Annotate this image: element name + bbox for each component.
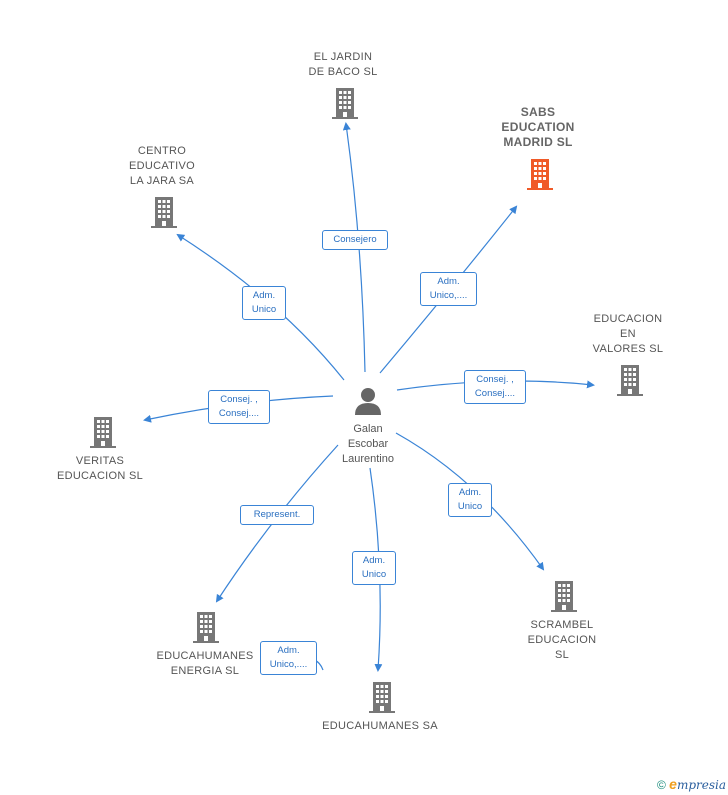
company-label-valores: EDUCACION EN VALORES SL bbox=[592, 313, 664, 355]
building-icon[interactable] bbox=[614, 363, 646, 397]
company-label-educahumanes: EDUCAHUMANES SA bbox=[322, 720, 438, 732]
copyright-symbol: © bbox=[656, 778, 666, 792]
building-icon[interactable] bbox=[87, 415, 119, 449]
brand-name: mpresia bbox=[676, 778, 726, 792]
relation-label-sabs[interactable]: Adm. Unico,.... bbox=[420, 272, 477, 306]
company-label-energia: EDUCAHUMANES ENERGIA SL bbox=[156, 650, 254, 677]
company-label-sabs: SABS EDUCATION MADRID SL bbox=[501, 105, 575, 149]
relation-label-veritas[interactable]: Consej. , Consej.... bbox=[208, 390, 270, 424]
relation-label-educahumanes[interactable]: Adm. Unico bbox=[352, 551, 396, 585]
relation-label-valores[interactable]: Consej. , Consej.... bbox=[464, 370, 526, 404]
relation-label-centro[interactable]: Adm. Unico bbox=[242, 286, 286, 320]
company-label-centro: CENTRO EDUCATIVO LA JARA SA bbox=[128, 145, 196, 187]
company-label-scrambel: SCRAMBEL EDUCACION SL bbox=[527, 619, 597, 661]
relation-label-el-jardin[interactable]: Consejero bbox=[322, 230, 388, 250]
company-label-el-jardin: EL JARDIN DE BACO SL bbox=[308, 51, 378, 78]
relation-label-energia[interactable]: Represent. bbox=[240, 505, 314, 525]
company-label-veritas: VERITAS EDUCACION SL bbox=[56, 455, 144, 482]
relation-label-energia-extra[interactable]: Adm. Unico,.... bbox=[260, 641, 317, 675]
building-icon[interactable] bbox=[329, 86, 361, 120]
footer-brand: © empresia bbox=[657, 776, 726, 792]
building-icon[interactable] bbox=[190, 610, 222, 644]
relation-label-scrambel[interactable]: Adm. Unico bbox=[448, 483, 492, 517]
building-icon[interactable] bbox=[366, 680, 398, 714]
person-icon[interactable] bbox=[352, 386, 384, 416]
person-name: Galan Escobar Laurentino bbox=[342, 423, 394, 465]
brand-initial: e bbox=[669, 776, 677, 792]
building-icon[interactable] bbox=[524, 157, 556, 191]
building-icon[interactable] bbox=[548, 579, 580, 613]
building-icon[interactable] bbox=[148, 195, 180, 229]
